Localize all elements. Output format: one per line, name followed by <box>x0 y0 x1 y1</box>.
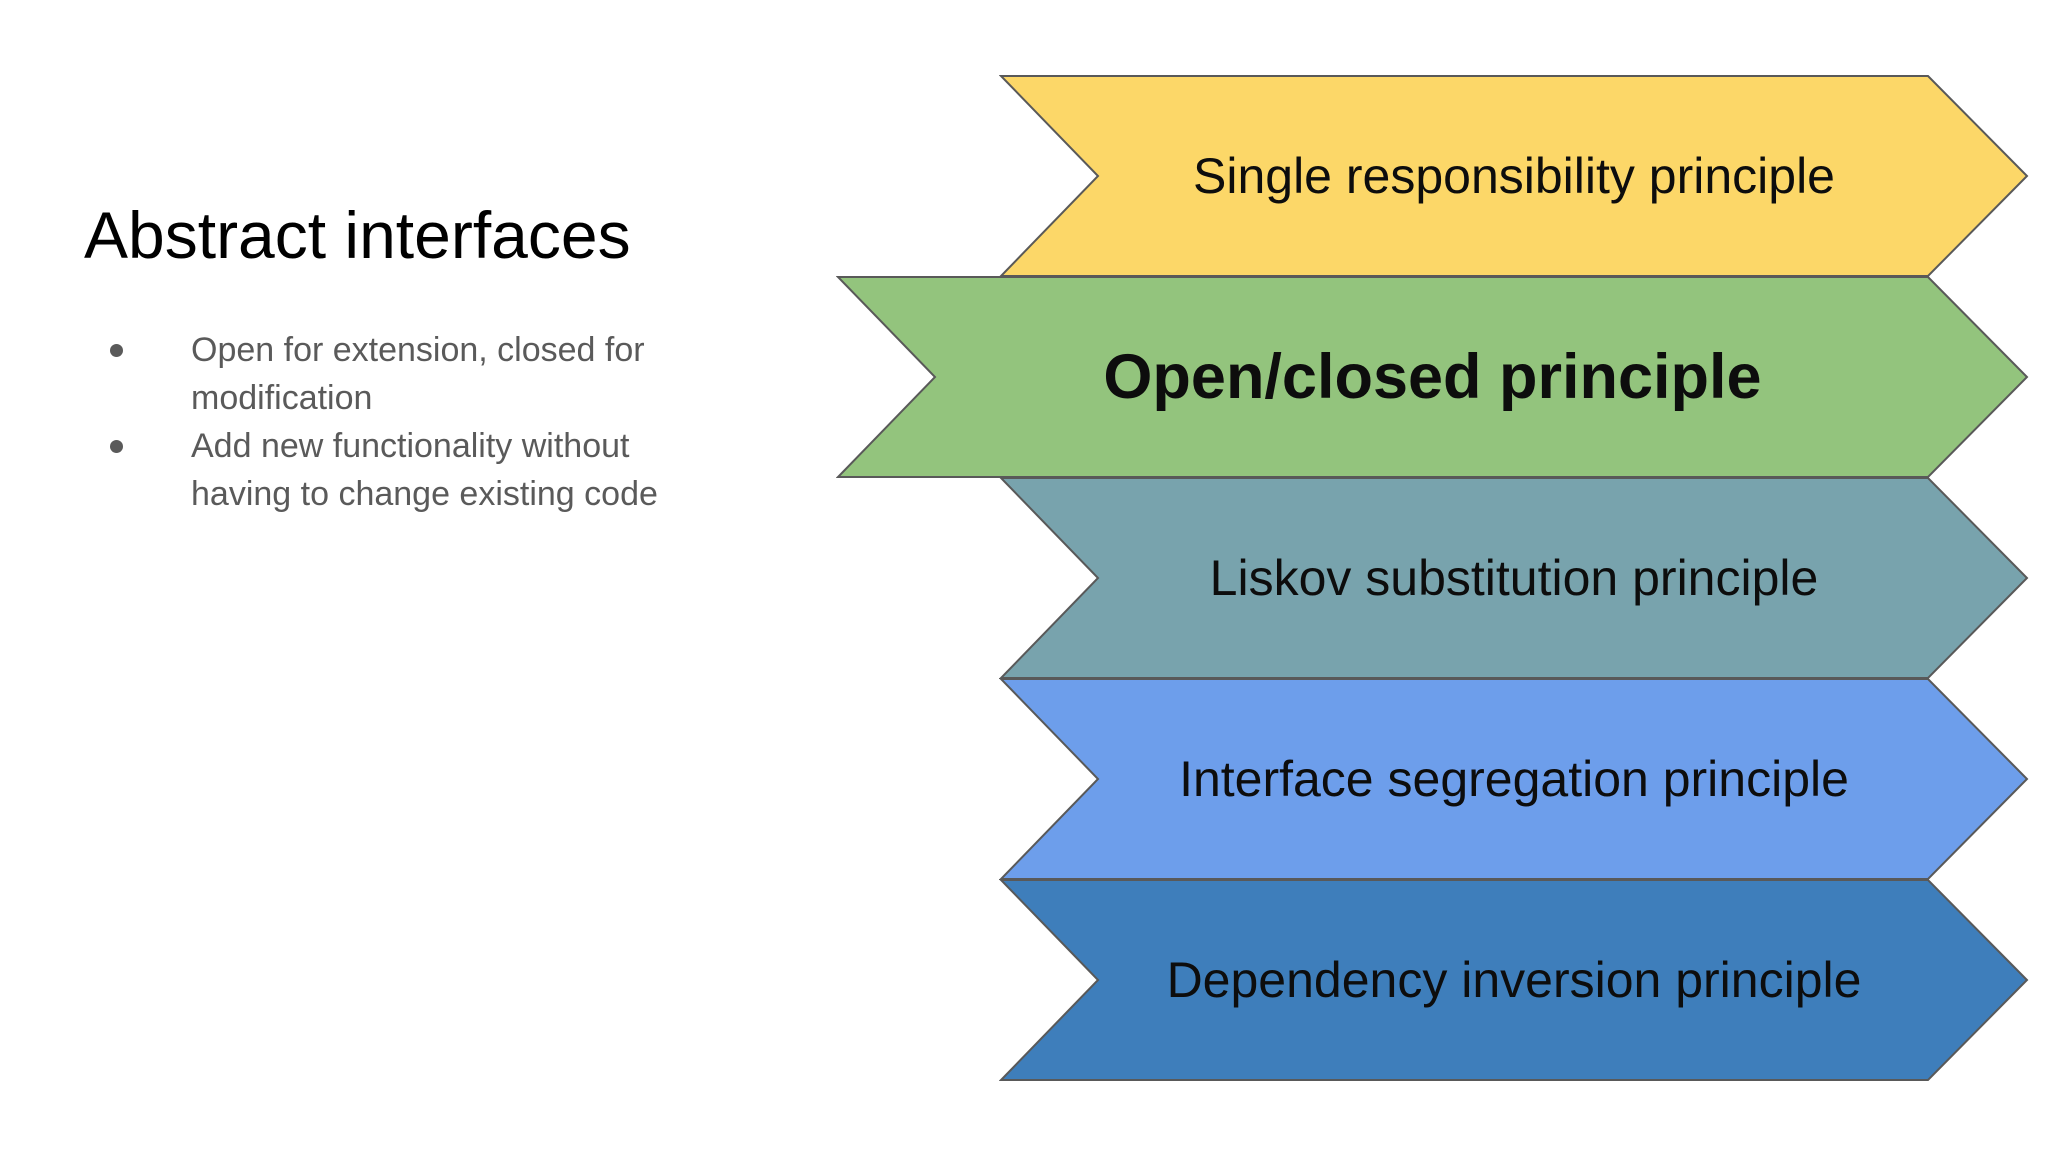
bullet-dot <box>110 440 123 453</box>
bullet-text: Open for extension, closed for modificat… <box>191 331 645 417</box>
bullet-dot <box>110 344 123 357</box>
bullet-text: Add new functionality without having to … <box>191 427 658 513</box>
chevron-shape-dependency-inversion <box>999 879 2029 1081</box>
chevron-label-open-closed: Open/closed principle <box>1103 341 1762 412</box>
list-item: Add new functionality without having to … <box>110 422 661 518</box>
list-item: Open for extension, closed for modificat… <box>110 326 661 422</box>
chevron-label-liskov-substitution: Liskov substitution principle <box>1209 549 1819 606</box>
chevron-polygon <box>999 879 2029 1081</box>
chevron-label-single-responsibility: Single responsibility principle <box>1193 147 1835 204</box>
chevron-label-dependency-inversion: Dependency inversion principle <box>1166 951 1862 1008</box>
chevron-label-interface-segregation: Interface segregation principle <box>1179 750 1849 807</box>
page-title: Abstract interfaces <box>84 198 631 272</box>
bullet-list: Open for extension, closed for modificat… <box>110 326 661 518</box>
